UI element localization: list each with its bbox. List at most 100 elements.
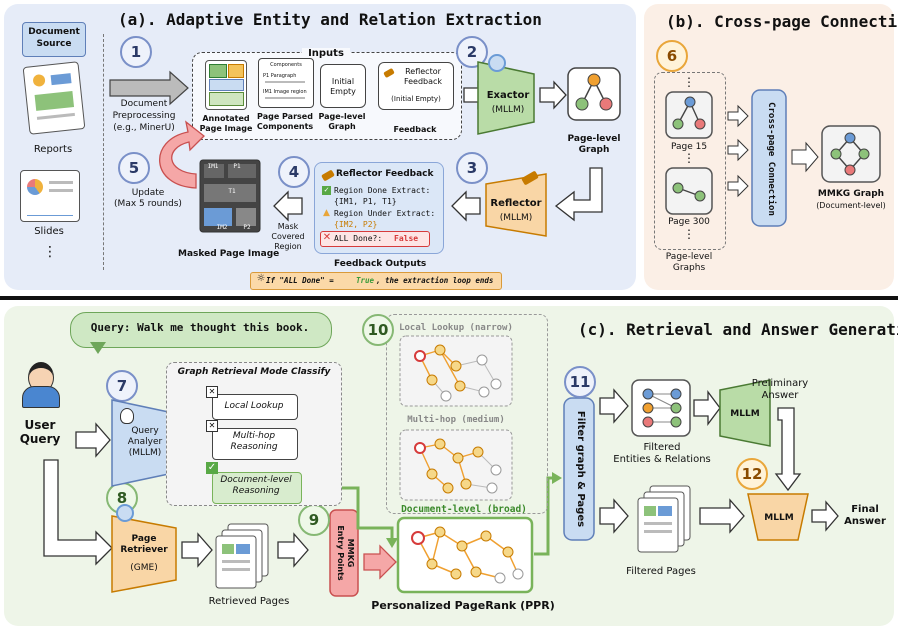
document-source-label: Document Source bbox=[22, 22, 86, 57]
local-lookup-checkbox: ✕ bbox=[206, 386, 218, 398]
step-6-badge: 6 bbox=[656, 40, 688, 72]
slides-label: Slides bbox=[34, 226, 64, 237]
loop-note-a: If "ALL Done" = bbox=[266, 276, 334, 285]
mask-tag-t1: T1 bbox=[228, 188, 236, 195]
components-header: Components bbox=[270, 62, 302, 68]
query-bubble-text: Query: Walk me thought this book. bbox=[90, 321, 310, 334]
magnifier-retriever-icon bbox=[116, 504, 134, 522]
check-icon: ✓ bbox=[322, 186, 331, 195]
lightbulb-icon: ☼ bbox=[256, 273, 266, 284]
panel-a-dashed-divider bbox=[103, 34, 104, 270]
step-11-badge: 11 bbox=[564, 366, 596, 398]
doc-level-check-icon: ✓ bbox=[206, 462, 218, 474]
mask-tag-im2: IM2 bbox=[216, 224, 228, 231]
page-graph-input-label: Page-level Graph bbox=[318, 112, 366, 131]
local-narrow-label: Local Lookup (narrow) bbox=[399, 323, 513, 333]
feedback-input-label: Feedback bbox=[393, 125, 437, 134]
loop-note-true: True bbox=[356, 276, 375, 285]
step-1-badge: 1 bbox=[120, 36, 152, 68]
fb-under-value: {IM2, P2} bbox=[334, 220, 378, 229]
page-graphs-dashed-box bbox=[654, 72, 726, 250]
cross-icon: ✕ bbox=[322, 232, 332, 243]
gme-label: (GME) bbox=[130, 563, 158, 573]
panel-a-title: (a). Adaptive Entity and Relation Extrac… bbox=[118, 10, 542, 29]
fb-false-value: False bbox=[394, 234, 419, 243]
feedback-input-title: Reflector Feedback bbox=[403, 67, 443, 86]
mllm-1-label: MLLM bbox=[730, 409, 760, 419]
mmkg-graph-label: MMKG Graph bbox=[817, 189, 885, 199]
user-query-label: User Query bbox=[19, 418, 61, 446]
user-avatar-icon bbox=[22, 362, 60, 408]
step-4-badge: 4 bbox=[278, 156, 310, 188]
step-5-badge: 5 bbox=[118, 152, 150, 184]
mmkg-graph-sub: (Document-level) bbox=[816, 201, 886, 210]
parsed-components-label: Page Parsed Components bbox=[256, 112, 314, 131]
inputs-title: Inputs bbox=[302, 48, 350, 60]
query-analyzer-label: Query Analyer (MLLM) bbox=[127, 426, 163, 458]
ellipsis-top: ⋮ bbox=[683, 75, 695, 89]
step-7-badge: 7 bbox=[106, 370, 138, 402]
feedback-input-card: Reflector Feedback (Initial Empty) bbox=[378, 62, 454, 110]
update-label: Update (Max 5 rounds) bbox=[114, 188, 182, 209]
page-level-graphs-label: Page-level Graphs bbox=[665, 252, 713, 273]
annotated-page-label: Annotated Page Image bbox=[199, 114, 253, 133]
preprocessing-label: Document Preprocessing (e.g., MinerU) bbox=[112, 99, 176, 133]
filtered-pages-label: Filtered Pages bbox=[626, 566, 696, 577]
feedback-title: Reflector Feedback bbox=[336, 169, 434, 179]
fb-all-done-chip bbox=[320, 231, 430, 247]
entry-points-label: MMKG Entry Points bbox=[336, 525, 355, 581]
masked-page-label: Masked Page Image bbox=[178, 249, 280, 259]
component-im1: IM1 Image region bbox=[263, 89, 307, 95]
query-bubble bbox=[70, 312, 332, 348]
filter-label: Filter graph & Pages bbox=[575, 410, 586, 528]
mask-tag-im1: IM1 bbox=[207, 163, 219, 170]
retrieved-pages-label: Retrieved Pages bbox=[208, 596, 290, 607]
multi-hop-checkbox: ✕ bbox=[206, 420, 218, 432]
lightbulb-analyzer-icon bbox=[120, 408, 134, 424]
panel-c-title: (c). Retrieval and Answer Generation bbox=[578, 320, 898, 339]
fb-all-done-label: ALL Done?: bbox=[334, 234, 383, 243]
multi-hop-option bbox=[212, 428, 298, 460]
loop-note-bar bbox=[250, 272, 502, 290]
exactor-label: Exactor bbox=[486, 90, 530, 101]
multi-medium-label: Multi-hop (medium) bbox=[407, 415, 505, 425]
reflector-label: Reflector bbox=[490, 198, 542, 209]
step-3-badge: 3 bbox=[456, 152, 488, 184]
ellipsis-bottom: ⋮ bbox=[683, 227, 695, 241]
multi-hop-label: Multi-hop Reasoning bbox=[230, 431, 278, 452]
step-9-badge: 9 bbox=[298, 504, 330, 536]
final-answer-label: Final Answer bbox=[844, 504, 886, 527]
doc-level-option bbox=[212, 472, 302, 504]
ppr-label: Personalized PageRank (PPR) bbox=[371, 599, 555, 612]
step-12-badge: 12 bbox=[736, 458, 768, 490]
ellipsis-mid: ⋮ bbox=[683, 151, 695, 165]
parsed-components-card: Components P1 Paragraph IM1 Image region bbox=[258, 58, 314, 108]
mask-label: Mask Covered Region bbox=[271, 222, 305, 251]
loop-note-b: , the extraction loop ends bbox=[376, 276, 494, 285]
section-divider bbox=[0, 296, 898, 300]
mask-tag-p2: P2 bbox=[243, 224, 251, 231]
fb-under-label: Region Under Extract: bbox=[334, 209, 436, 218]
step-10-badge: 10 bbox=[362, 314, 394, 346]
preliminary-answer-label: Preliminary Answer bbox=[751, 378, 809, 401]
filtered-er-label: Filtered Entities & Relations bbox=[613, 442, 711, 465]
page-300-label: Page 300 bbox=[668, 217, 710, 227]
fb-done-label: Region Done Extract: bbox=[334, 186, 431, 195]
panel-b-title: (b). Cross-page Connection bbox=[666, 12, 898, 31]
reflector-mllm: (MLLM) bbox=[499, 213, 533, 223]
doc-level-label: Document-level Reasoning bbox=[220, 475, 292, 496]
query-bubble-tail bbox=[90, 342, 106, 354]
classifier-title: Graph Retrieval Mode Classify bbox=[177, 367, 331, 377]
initial-empty-text: Initial Empty bbox=[330, 77, 356, 96]
doc-broad-label: Document-level (broad) bbox=[401, 504, 527, 515]
local-lookup-label: Local Lookup bbox=[224, 401, 284, 411]
feedback-input-empty: (Initial Empty) bbox=[391, 95, 441, 103]
warning-icon: ▲ bbox=[323, 208, 330, 218]
mask-tag-p1: P1 bbox=[233, 163, 241, 170]
local-lookup-option bbox=[212, 394, 298, 420]
page-retriever-label: Page Retriever bbox=[120, 534, 168, 555]
ppr-dashed-container bbox=[386, 314, 548, 514]
